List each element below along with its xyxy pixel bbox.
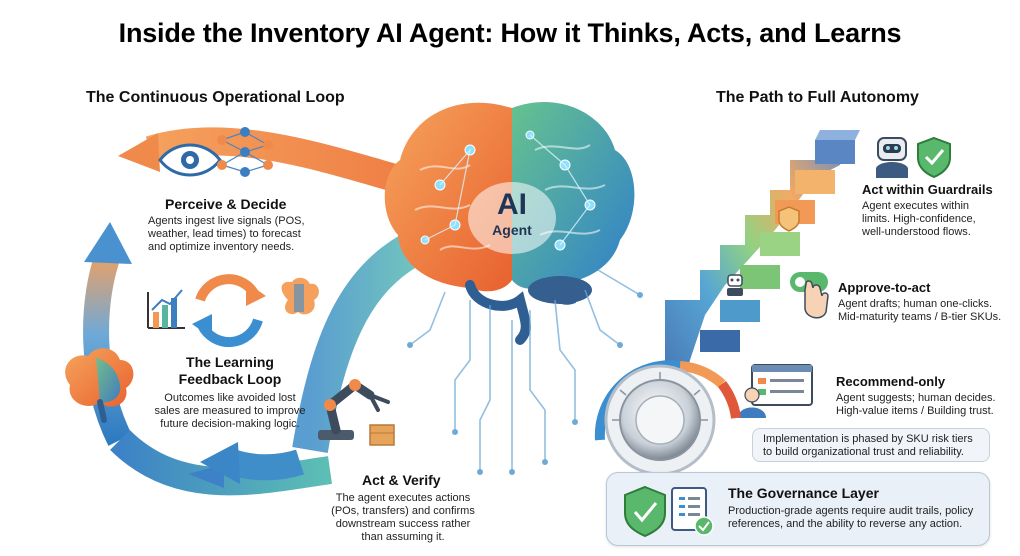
- robot-arm-icon: [318, 379, 395, 446]
- act-text: The agent executes actions (POs, transfe…: [331, 492, 475, 543]
- guardrails-text: Agent executes within limits. High-confi…: [862, 200, 976, 238]
- recommend-text: Agent suggests; human decides. High-valu…: [836, 392, 996, 417]
- approve-text: Agent drafts; human one-clicks. Mid-matu…: [838, 298, 1002, 323]
- pointer-hand-icon: [790, 272, 829, 319]
- perceive-title: Perceive & Decide: [165, 196, 287, 212]
- learning-title: The Learning Feedback Loop: [178, 354, 282, 387]
- brain-label-agent: Agent: [492, 222, 532, 238]
- autonomy-heading: The Path to Full Autonomy: [716, 89, 919, 106]
- guardrails-title: Act within Guardrails: [862, 182, 993, 197]
- dashboard-person-icon: [738, 364, 813, 418]
- brain-loop-icon: [65, 348, 134, 423]
- autonomy-staircase: [665, 130, 860, 420]
- central-brain: [384, 102, 643, 475]
- approve-title: Approve-to-act: [838, 280, 931, 295]
- refresh-cycle-icon: [192, 274, 266, 348]
- step-shield-icon: [778, 206, 800, 232]
- phasing-callout: Implementation is phased by SKU risk tie…: [752, 428, 990, 462]
- perceive-text: Agents ingest live signals (POS, weather…: [148, 215, 305, 253]
- brain-label-ai: AI: [497, 188, 527, 221]
- governance-text: Production-grade agents require audit tr…: [728, 505, 974, 530]
- neural-network-icon: [217, 127, 273, 177]
- robot-head-icon: [876, 137, 908, 178]
- page-title: Inside the Inventory AI Agent: How it Th…: [118, 18, 902, 48]
- brain-small-icon: [281, 277, 319, 315]
- dial-gauge-icon: [594, 360, 741, 476]
- step-robot-icon: [727, 274, 743, 296]
- shield-check-icon: [917, 136, 951, 179]
- recommend-title: Recommend-only: [836, 374, 946, 389]
- chart-icon: [147, 289, 185, 329]
- governance-title: The Governance Layer: [728, 485, 879, 501]
- phasing-callout-text: Implementation is phased by SKU risk tie…: [763, 433, 973, 458]
- learning-text: Outcomes like avoided lost sales are mea…: [154, 392, 306, 430]
- governance-panel: [606, 472, 990, 546]
- act-title: Act & Verify: [362, 472, 441, 488]
- loop-heading: The Continuous Operational Loop: [86, 89, 345, 106]
- eye-icon: [158, 143, 222, 177]
